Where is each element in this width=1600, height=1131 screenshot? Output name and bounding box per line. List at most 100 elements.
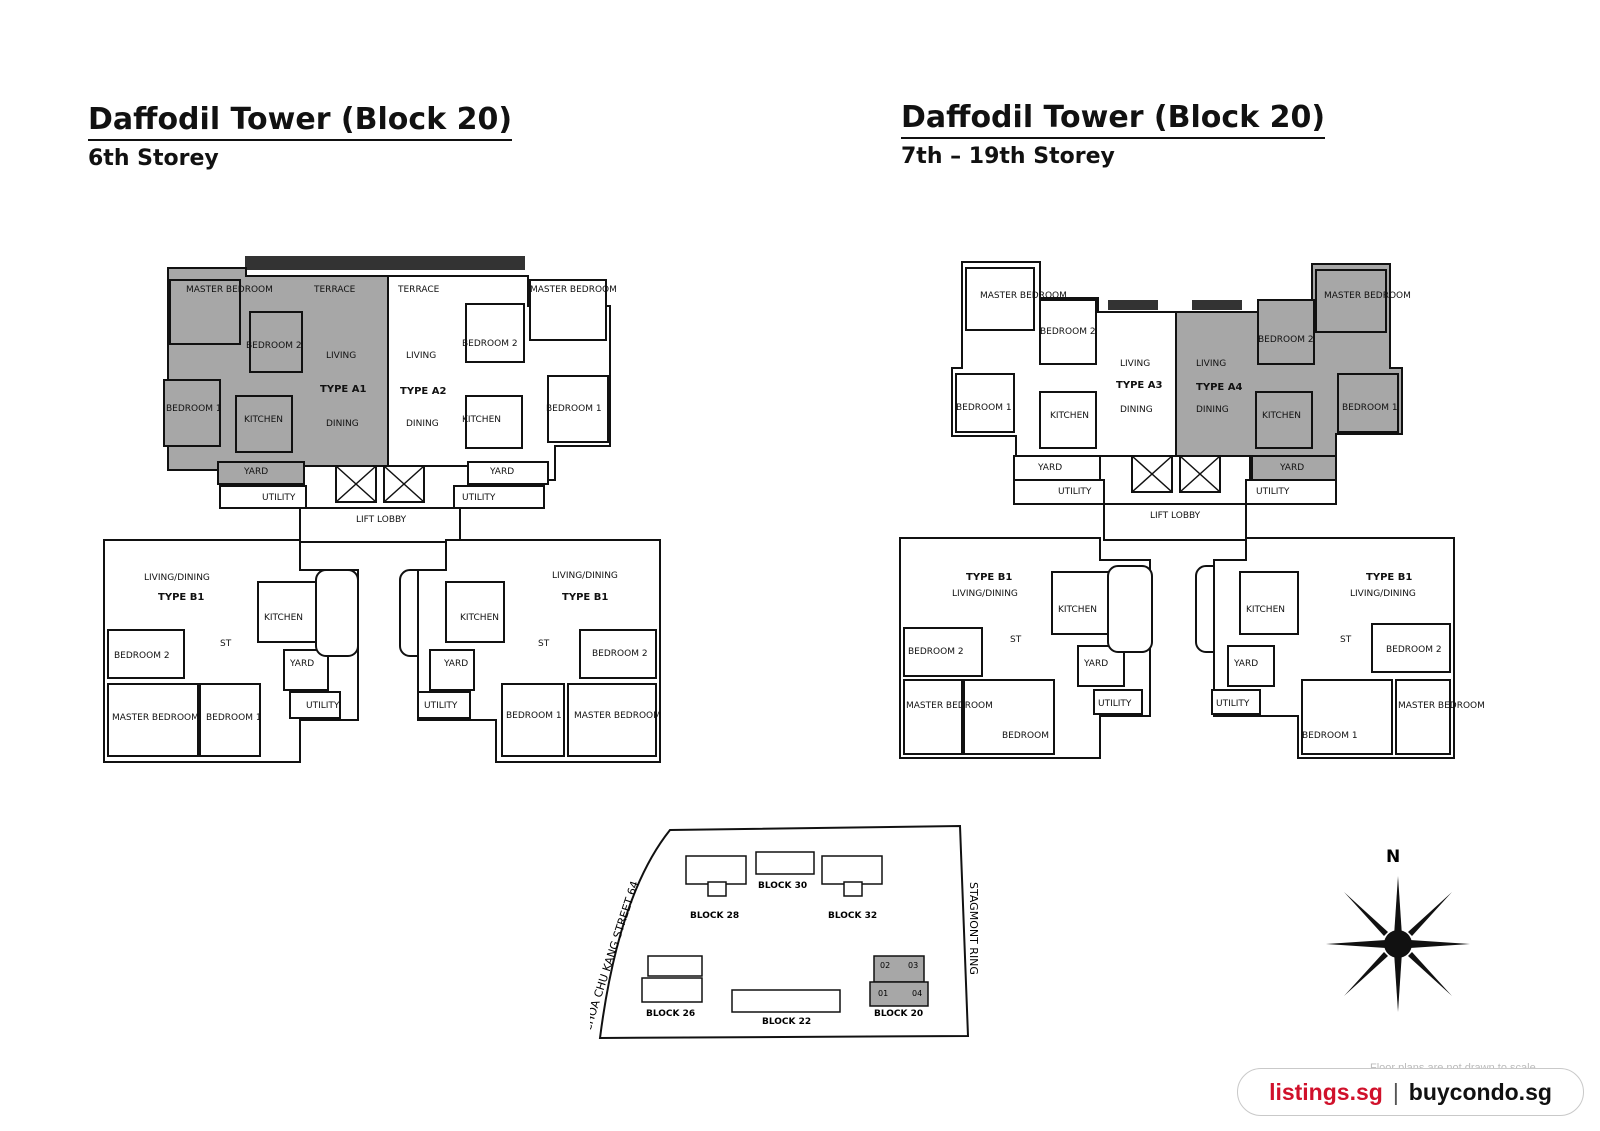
brand-footer: listings.sg | buycondo.sg [1237, 1068, 1584, 1116]
unit-number: 01 [878, 989, 888, 998]
label-utility: UTILITY [424, 701, 458, 711]
left-a2-bedroom1 [547, 375, 609, 443]
right-b1e-bedroom1 [1301, 679, 1393, 755]
left-b1e-yard [429, 649, 475, 691]
left-floor-plan: MASTER BEDROOM TERRACE TERRACE MASTER BE… [103, 256, 661, 763]
block-label: BLOCK 22 [762, 1017, 811, 1027]
label-living-dining: LIVING/DINING [552, 571, 618, 581]
label-bedroom1: BEDROOM 1 [1302, 731, 1358, 741]
street-label-right: STAGMONT RING [967, 882, 980, 975]
right-b1w-bedroom [963, 679, 1055, 755]
label-bedroom2: BEDROOM 2 [592, 649, 648, 659]
label-type-b1: TYPE B1 [966, 572, 1012, 583]
block-label: BLOCK 30 [758, 881, 807, 891]
left-b1w-kitchen [257, 581, 317, 643]
right-lift-lobby [1103, 503, 1247, 541]
label-yard: YARD [243, 467, 268, 477]
label-bedroom1: BEDROOM 1 [506, 711, 562, 721]
label-yard: YARD [1279, 463, 1304, 473]
label-dining: DINING [406, 419, 439, 429]
label-master-bedroom: MASTER BEDROOM [574, 711, 661, 721]
label-living-dining: LIVING/DINING [144, 573, 210, 583]
left-a1-bedroom1 [163, 379, 221, 447]
left-b1w-master-bedroom [107, 683, 199, 757]
label-living: LIVING [1196, 359, 1226, 369]
label-lift-lobby: LIFT LOBBY [356, 515, 407, 525]
right-a4-master-bedroom [1315, 269, 1387, 333]
label-living-dining: LIVING/DINING [1350, 589, 1416, 599]
left-a1-bedroom2 [249, 311, 303, 373]
label-bedroom2: BEDROOM 2 [246, 341, 302, 351]
right-b1e-kitchen [1239, 571, 1299, 635]
label-bedroom1: BEDROOM 1 [166, 404, 222, 414]
right-plan-title: Daffodil Tower (Block 20) [901, 100, 1326, 139]
label-utility: UTILITY [1216, 699, 1250, 709]
left-plan-subtitle: 6th Storey [88, 146, 219, 171]
label-living: LIVING [1120, 359, 1150, 369]
right-utility-right [1245, 479, 1337, 505]
label-st: ST [220, 639, 232, 649]
label-master-bedroom: MASTER BEDROOM [186, 285, 273, 295]
brand-listings-link[interactable]: listings.sg [1269, 1078, 1383, 1105]
label-yard: YARD [489, 467, 514, 477]
label-utility: UTILITY [262, 493, 296, 503]
label-living: LIVING [326, 351, 356, 361]
label-kitchen: KITCHEN [1058, 605, 1097, 615]
compass-rose: N [1326, 847, 1470, 1012]
left-plan-title: Daffodil Tower (Block 20) [88, 102, 513, 141]
right-b1w-bedroom2 [903, 627, 983, 677]
block-26-footprint [641, 955, 703, 1003]
label-dining: DINING [1120, 405, 1153, 415]
block-20-footprint [869, 955, 929, 1007]
brand-buycondo-link[interactable]: buycondo.sg [1408, 1078, 1552, 1105]
left-b1w-bedroom1 [199, 683, 261, 757]
left-a2-kitchen [465, 395, 523, 449]
label-st: ST [1010, 635, 1022, 645]
label-bedroom1: BEDROOM 1 [206, 713, 262, 723]
label-utility: UTILITY [462, 493, 496, 503]
right-a4-bedroom1 [1337, 373, 1399, 433]
label-bedroom2: BEDROOM 2 [462, 339, 518, 349]
label-utility: UTILITY [1058, 487, 1092, 497]
left-stair-1 [315, 569, 359, 657]
label-master-bedroom: MASTER BEDROOM [980, 291, 1067, 301]
right-b1e-bedroom2 [1371, 623, 1451, 673]
label-dining: DINING [1196, 405, 1229, 415]
site-plan: 02 03 01 04 BLOCK 28 BLOCK 30 BLOCK 32 B… [590, 824, 980, 1040]
block-label: BLOCK 26 [646, 1009, 695, 1019]
label-living: LIVING [406, 351, 436, 361]
left-a1-yard [217, 461, 305, 485]
label-living-dining: LIVING/DINING [952, 589, 1018, 599]
left-b1w-utility [289, 691, 341, 719]
left-a2-yard [467, 461, 549, 485]
compass-north-label: N [1386, 847, 1400, 867]
right-a3-bedroom2 [1039, 299, 1097, 365]
left-a2-master-bedroom [529, 279, 607, 341]
block-label: BLOCK 28 [690, 911, 739, 921]
label-yard: YARD [443, 659, 468, 669]
label-kitchen: KITCHEN [1262, 411, 1301, 421]
right-a4-kitchen [1255, 391, 1313, 449]
label-utility: UTILITY [1098, 699, 1132, 709]
label-master-bedroom: MASTER BEDROOM [1324, 291, 1411, 301]
left-utility-left [219, 485, 307, 509]
label-type-b1: TYPE B1 [562, 592, 608, 603]
left-lift-lobby [299, 507, 461, 543]
right-b1e-utility [1211, 689, 1261, 715]
label-lift-lobby: LIFT LOBBY [1150, 511, 1201, 521]
block-30-footprint [755, 851, 815, 875]
right-b1w-kitchen [1051, 571, 1111, 635]
label-type-a2: TYPE A2 [400, 386, 446, 397]
label-master-bedroom: MASTER BEDROOM [1398, 701, 1485, 711]
left-b1w-yard [283, 649, 329, 691]
brand-separator: | [1392, 1078, 1399, 1105]
label-type-b1: TYPE B1 [1366, 572, 1412, 583]
label-kitchen: KITCHEN [1050, 411, 1089, 421]
label-utility: UTILITY [1256, 487, 1290, 497]
label-bedroom2: BEDROOM 2 [114, 651, 170, 661]
label-bedroom1: BEDROOM 1 [1342, 403, 1398, 413]
label-kitchen: KITCHEN [244, 415, 283, 425]
label-bedroom2: BEDROOM 2 [1386, 645, 1442, 655]
label-bedroom2: BEDROOM 2 [1040, 327, 1096, 337]
label-st: ST [538, 639, 550, 649]
